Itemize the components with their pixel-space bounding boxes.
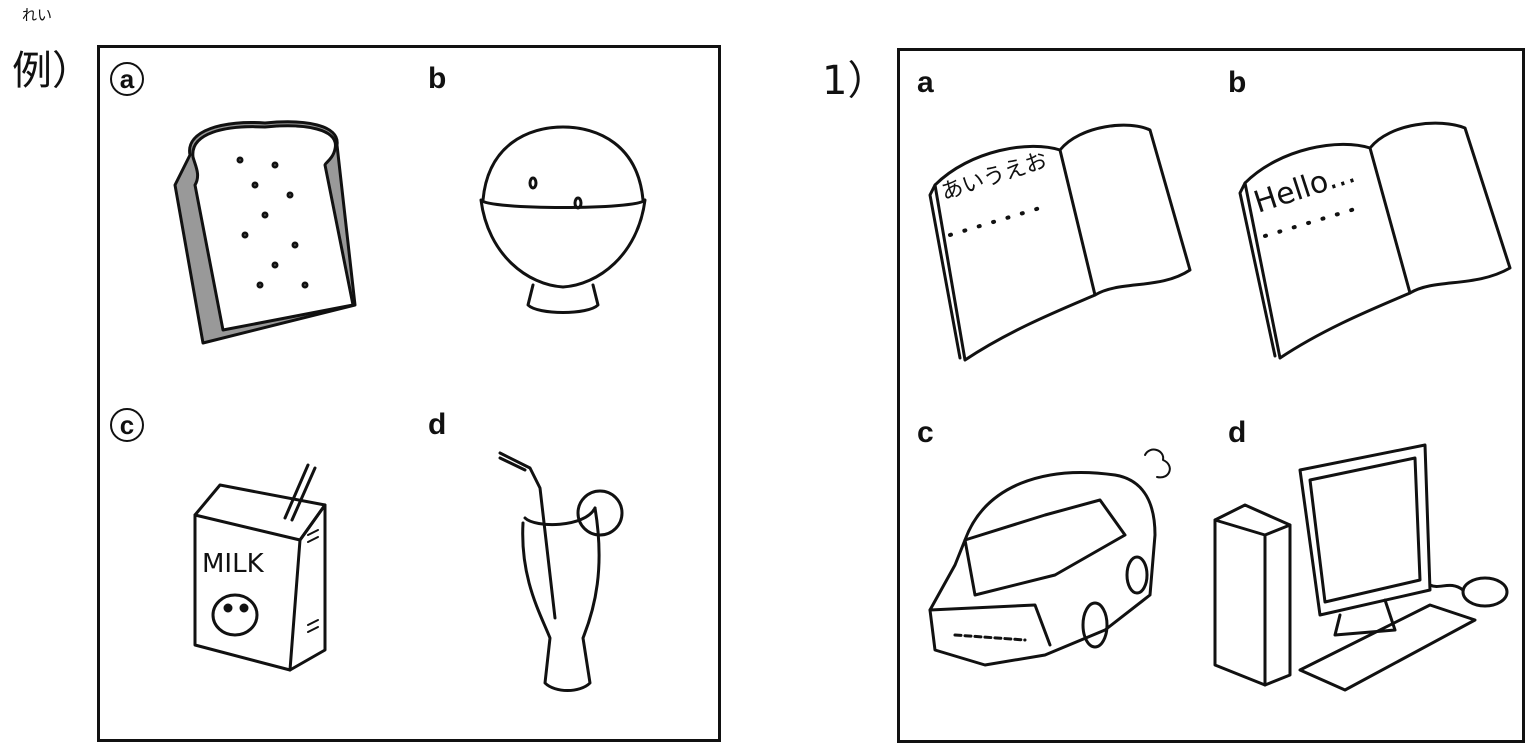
- q1-option-b-label[interactable]: b: [1228, 66, 1247, 99]
- rice-bowl-illustration: [479, 125, 647, 314]
- juice-glass-illustration: [498, 451, 624, 692]
- option-b-label[interactable]: b: [428, 62, 447, 95]
- book-page-text-japanese: あいうえお: [938, 148, 1050, 206]
- q1-option-c-label[interactable]: c: [917, 416, 934, 449]
- milk-carton-illustration: MILK: [193, 463, 327, 672]
- milk-carton-text: MILK: [202, 549, 265, 579]
- question-1-label: 1）: [822, 58, 888, 104]
- option-d-label: d: [428, 408, 447, 441]
- example-label: 例）: [12, 48, 92, 94]
- example-ruby: れい: [22, 6, 53, 24]
- option-c-label[interactable]: c: [110, 408, 144, 442]
- computer-illustration: [1213, 443, 1509, 692]
- question-1-panel: [897, 48, 1525, 743]
- option-a-label[interactable]: a: [110, 62, 144, 96]
- q1-option-d-label[interactable]: d: [1228, 416, 1247, 449]
- q1-option-a-label[interactable]: a: [917, 66, 934, 99]
- bread-illustration: [173, 120, 357, 345]
- japanese-book-illustration: あいうえお: [928, 123, 1192, 362]
- example-panel: [97, 45, 721, 742]
- car-illustration: [928, 448, 1171, 667]
- english-book-illustration: Hello...: [1238, 121, 1512, 360]
